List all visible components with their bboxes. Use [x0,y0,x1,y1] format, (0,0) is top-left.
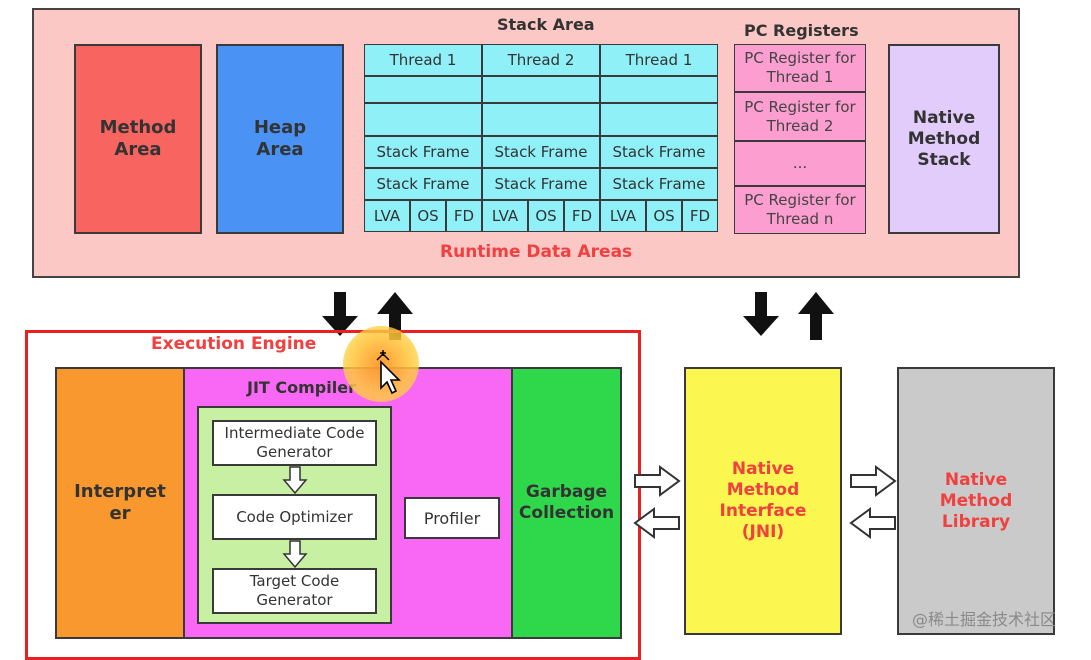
arrow-down-icon [282,466,308,495]
thread-header: Thread 1 [364,44,482,76]
stack-sub-cell-lva: LVA [482,200,528,232]
pc-register-item: PC Register for Thread 2 [734,92,866,141]
stack-empty-cell [364,76,482,103]
stack-empty-cell [600,76,718,103]
stack-sub-cell-os: OS [528,200,564,232]
arrow-left-icon [633,507,680,539]
stack-sub-cell-fd: FD [682,200,718,232]
stack-frame: Stack Frame [482,168,600,200]
mouse-cursor-icon [376,350,401,395]
arrow-down-icon [743,292,779,336]
stack-area-title: Stack Area [497,15,595,34]
arrow-left-icon [849,507,896,539]
arrow-down-icon [322,292,358,336]
garbage-collection: Garbage Collection [511,367,622,639]
runtime-data-areas-label: Runtime Data Areas [440,242,633,262]
arrow-right-icon [634,465,681,497]
pc-register-item: ... [734,141,866,186]
stack-frame: Stack Frame [482,136,600,168]
jit-compiler-title: JIT Compiler [247,378,356,397]
pc-register-item: PC Register for Thread n [734,186,866,234]
stack-frame: Stack Frame [364,136,482,168]
stack-frame: Stack Frame [600,136,718,168]
stack-empty-cell [482,103,600,136]
watermark: @稀土掘金技术社区 [912,610,1057,629]
stack-sub-cell-fd: FD [446,200,482,232]
stack-empty-cell [600,103,718,136]
stack-sub-cell-lva: LVA [600,200,646,232]
intermediate-code-generator: Intermediate Code Generator [212,420,377,466]
execution-engine-title: Execution Engine [151,334,317,354]
interpreter: Interpret er [55,367,185,639]
stack-sub-cell-fd: FD [564,200,600,232]
arrow-up-icon [798,292,834,340]
pc-registers-title: PC Registers [744,21,859,40]
arrow-up-icon [377,292,413,340]
arrow-down-icon [282,540,308,569]
native-method-interface: Native Method Interface (JNI) [684,367,842,635]
stack-frame: Stack Frame [364,168,482,200]
thread-header: Thread 1 [600,44,718,76]
native-method-library: Native Method Library [897,367,1055,635]
heap-area: Heap Area [216,44,344,234]
stack-sub-cell-os: OS [646,200,682,232]
profiler: Profiler [404,497,500,539]
stack-frame: Stack Frame [600,168,718,200]
method-area: Method Area [74,44,202,234]
thread-header: Thread 2 [482,44,600,76]
code-optimizer: Code Optimizer [212,494,377,540]
pc-register-item: PC Register for Thread 1 [734,44,866,92]
arrow-right-icon [850,465,897,497]
stack-sub-cell-os: OS [410,200,446,232]
target-code-generator: Target Code Generator [212,568,377,614]
stack-empty-cell [482,76,600,103]
native-method-stack: Native Method Stack [888,44,1000,234]
stack-empty-cell [364,103,482,136]
stack-sub-cell-lva: LVA [364,200,410,232]
